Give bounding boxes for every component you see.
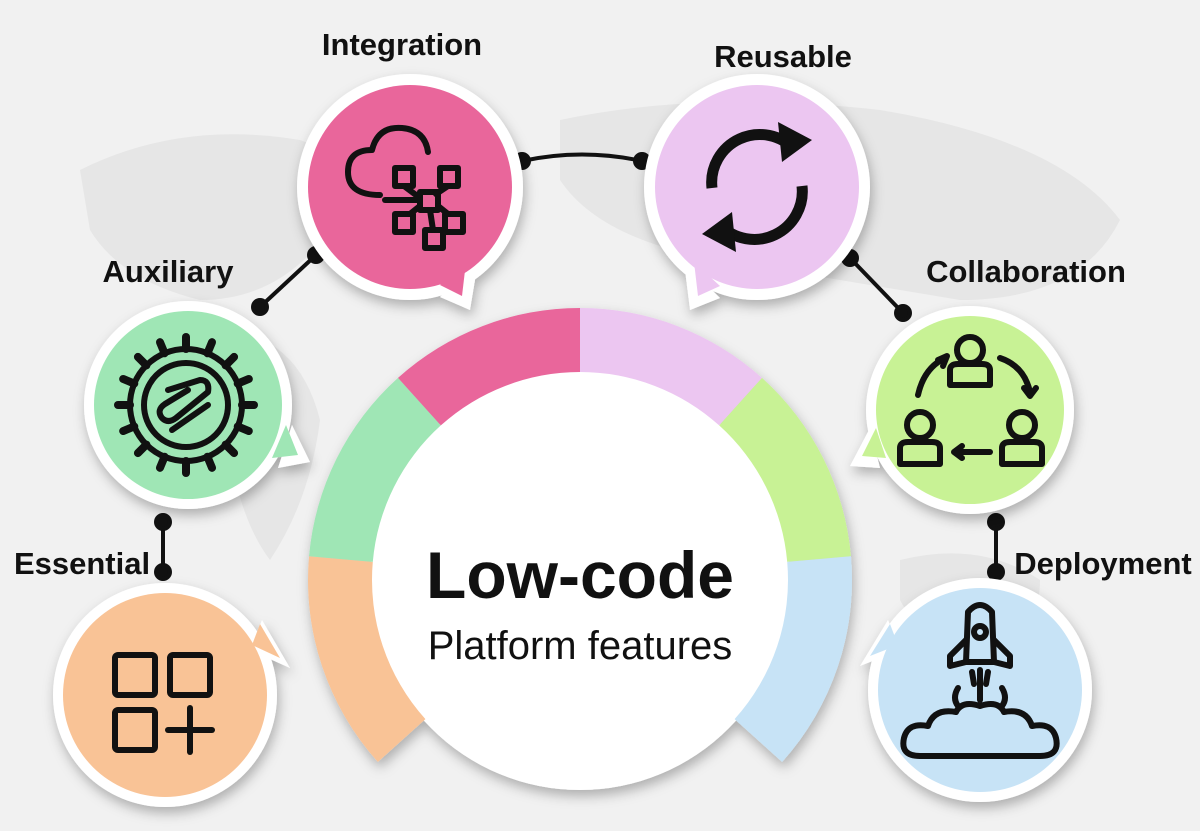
connectors — [154, 152, 1005, 581]
gear-tooth — [203, 452, 217, 472]
feature-integration: Integration — [297, 27, 523, 310]
gear-phone-icon — [114, 333, 258, 477]
label-auxiliary: Auxiliary — [103, 254, 235, 289]
gear-tooth — [221, 352, 239, 370]
gear-tooth — [155, 452, 169, 472]
feature-collaboration: Collaboration — [850, 254, 1126, 514]
gear-tooth — [133, 440, 151, 458]
label-reusable: Reusable — [714, 39, 852, 74]
feature-auxiliary: Auxiliary — [84, 254, 310, 509]
arc-segment-integration — [397, 308, 580, 426]
feature-deployment: Deployment — [860, 546, 1192, 802]
arc-segment-collaboration — [719, 377, 851, 562]
label-integration: Integration — [322, 27, 482, 62]
arc-segment-auxiliary — [309, 377, 441, 562]
feature-arc-ring — [308, 308, 852, 790]
label-collaboration: Collaboration — [926, 254, 1126, 289]
gear-tooth — [119, 422, 139, 436]
gear-tooth — [203, 338, 217, 358]
gear-tooth — [119, 374, 139, 388]
center-subtitle: Platform features — [428, 624, 733, 668]
arc-segment-essential — [308, 556, 426, 763]
feature-essential: Essential — [14, 546, 290, 807]
arc-segment-reusable — [580, 308, 763, 426]
gear-tooth — [155, 338, 169, 358]
gear-tooth — [233, 374, 253, 388]
feature-reusable: Reusable — [644, 39, 870, 310]
gear-tooth — [233, 422, 253, 436]
label-deployment: Deployment — [1014, 546, 1191, 581]
team-cycle-icon — [897, 334, 1045, 467]
center-hub — [370, 370, 790, 790]
essential-bubble — [63, 593, 267, 797]
gear-tooth — [133, 352, 151, 370]
apps-add-icon — [112, 652, 215, 755]
label-essential: Essential — [14, 546, 150, 581]
rocket-launch-icon — [900, 602, 1060, 759]
arc-segment-deployment — [734, 556, 852, 763]
cloud-network-icon — [345, 124, 466, 251]
center-title: Low-code — [426, 538, 734, 612]
refresh-cycle-icon — [702, 122, 812, 252]
reusable-bubble — [655, 85, 859, 289]
collaboration-bubble — [876, 316, 1064, 504]
gear-tooth — [221, 440, 239, 458]
